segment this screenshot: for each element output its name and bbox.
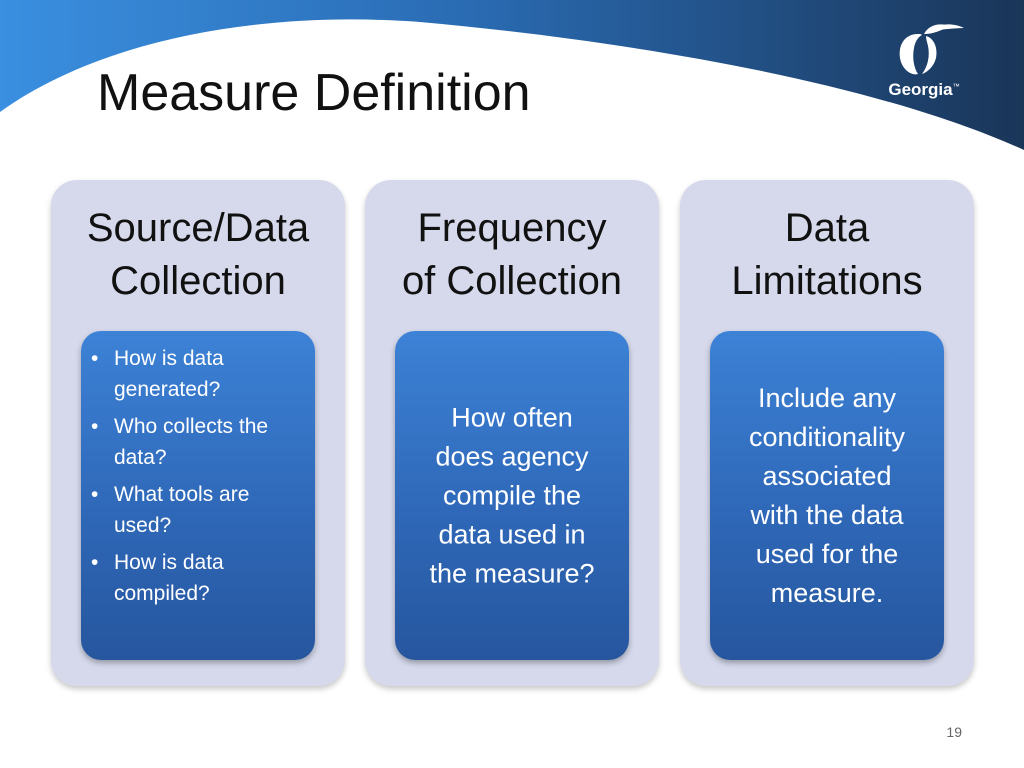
peach-icon bbox=[899, 24, 964, 75]
column-title-line: Data bbox=[784, 206, 870, 250]
body-line: compile the bbox=[442, 480, 582, 510]
column-title: Data Limitations bbox=[680, 202, 974, 308]
list-item-text: How is data compiled? bbox=[114, 551, 224, 605]
body-line: used for the bbox=[755, 538, 899, 569]
logo-text: Georgia™ bbox=[888, 80, 960, 99]
column-content-box: •How is data generated? •Who collects th… bbox=[81, 331, 315, 660]
column-title-line: Collection bbox=[110, 258, 286, 303]
list-item-text: What tools are used? bbox=[114, 483, 250, 537]
page-number: 19 bbox=[946, 724, 962, 740]
list-item: •What tools are used? bbox=[91, 483, 250, 537]
body-line: Include any bbox=[757, 382, 897, 413]
body-line: with the data bbox=[750, 499, 904, 530]
column-content-box: Include any conditionality associated wi… bbox=[710, 331, 944, 660]
list-item: •How is data generated? bbox=[91, 347, 224, 401]
list-item-text: Who collects the data? bbox=[114, 415, 269, 469]
slide-title: Measure Definition bbox=[97, 64, 531, 122]
body-line: does agency bbox=[435, 441, 589, 471]
column-title-line: Source/Data bbox=[86, 206, 310, 250]
body-line: How often bbox=[451, 402, 573, 432]
bullet-list: •How is data generated? •Who collects th… bbox=[81, 331, 315, 609]
column-title-line: Limitations bbox=[731, 258, 923, 303]
column-frequency-of-collection: Frequency of Collection How often does a… bbox=[365, 180, 659, 686]
body-line: associated bbox=[762, 460, 892, 491]
column-title: Source/Data Collection bbox=[51, 202, 345, 308]
list-item-text: How is data generated? bbox=[114, 347, 224, 401]
body-line: measure. bbox=[770, 577, 884, 608]
georgia-logo: Georgia™ bbox=[874, 18, 974, 108]
body-line: data used in bbox=[438, 519, 586, 549]
column-body-text: How often does agency compile the data u… bbox=[403, 398, 621, 593]
column-source-data-collection: Source/Data Collection •How is data gene… bbox=[51, 180, 345, 686]
body-line: the measure? bbox=[429, 558, 595, 588]
column-data-limitations: Data Limitations Include any conditional… bbox=[680, 180, 974, 686]
column-body-text: Include any conditionality associated wi… bbox=[718, 379, 936, 613]
header-swoosh bbox=[0, 0, 1024, 150]
list-item: •How is data compiled? bbox=[91, 551, 224, 605]
column-content-box: How often does agency compile the data u… bbox=[395, 331, 629, 660]
column-title-line: of Collection bbox=[401, 258, 623, 303]
column-title-line: Frequency bbox=[417, 206, 607, 250]
column-title: Frequency of Collection bbox=[365, 202, 659, 308]
body-line: conditionality bbox=[748, 421, 906, 452]
list-item: •Who collects the data? bbox=[91, 415, 269, 469]
